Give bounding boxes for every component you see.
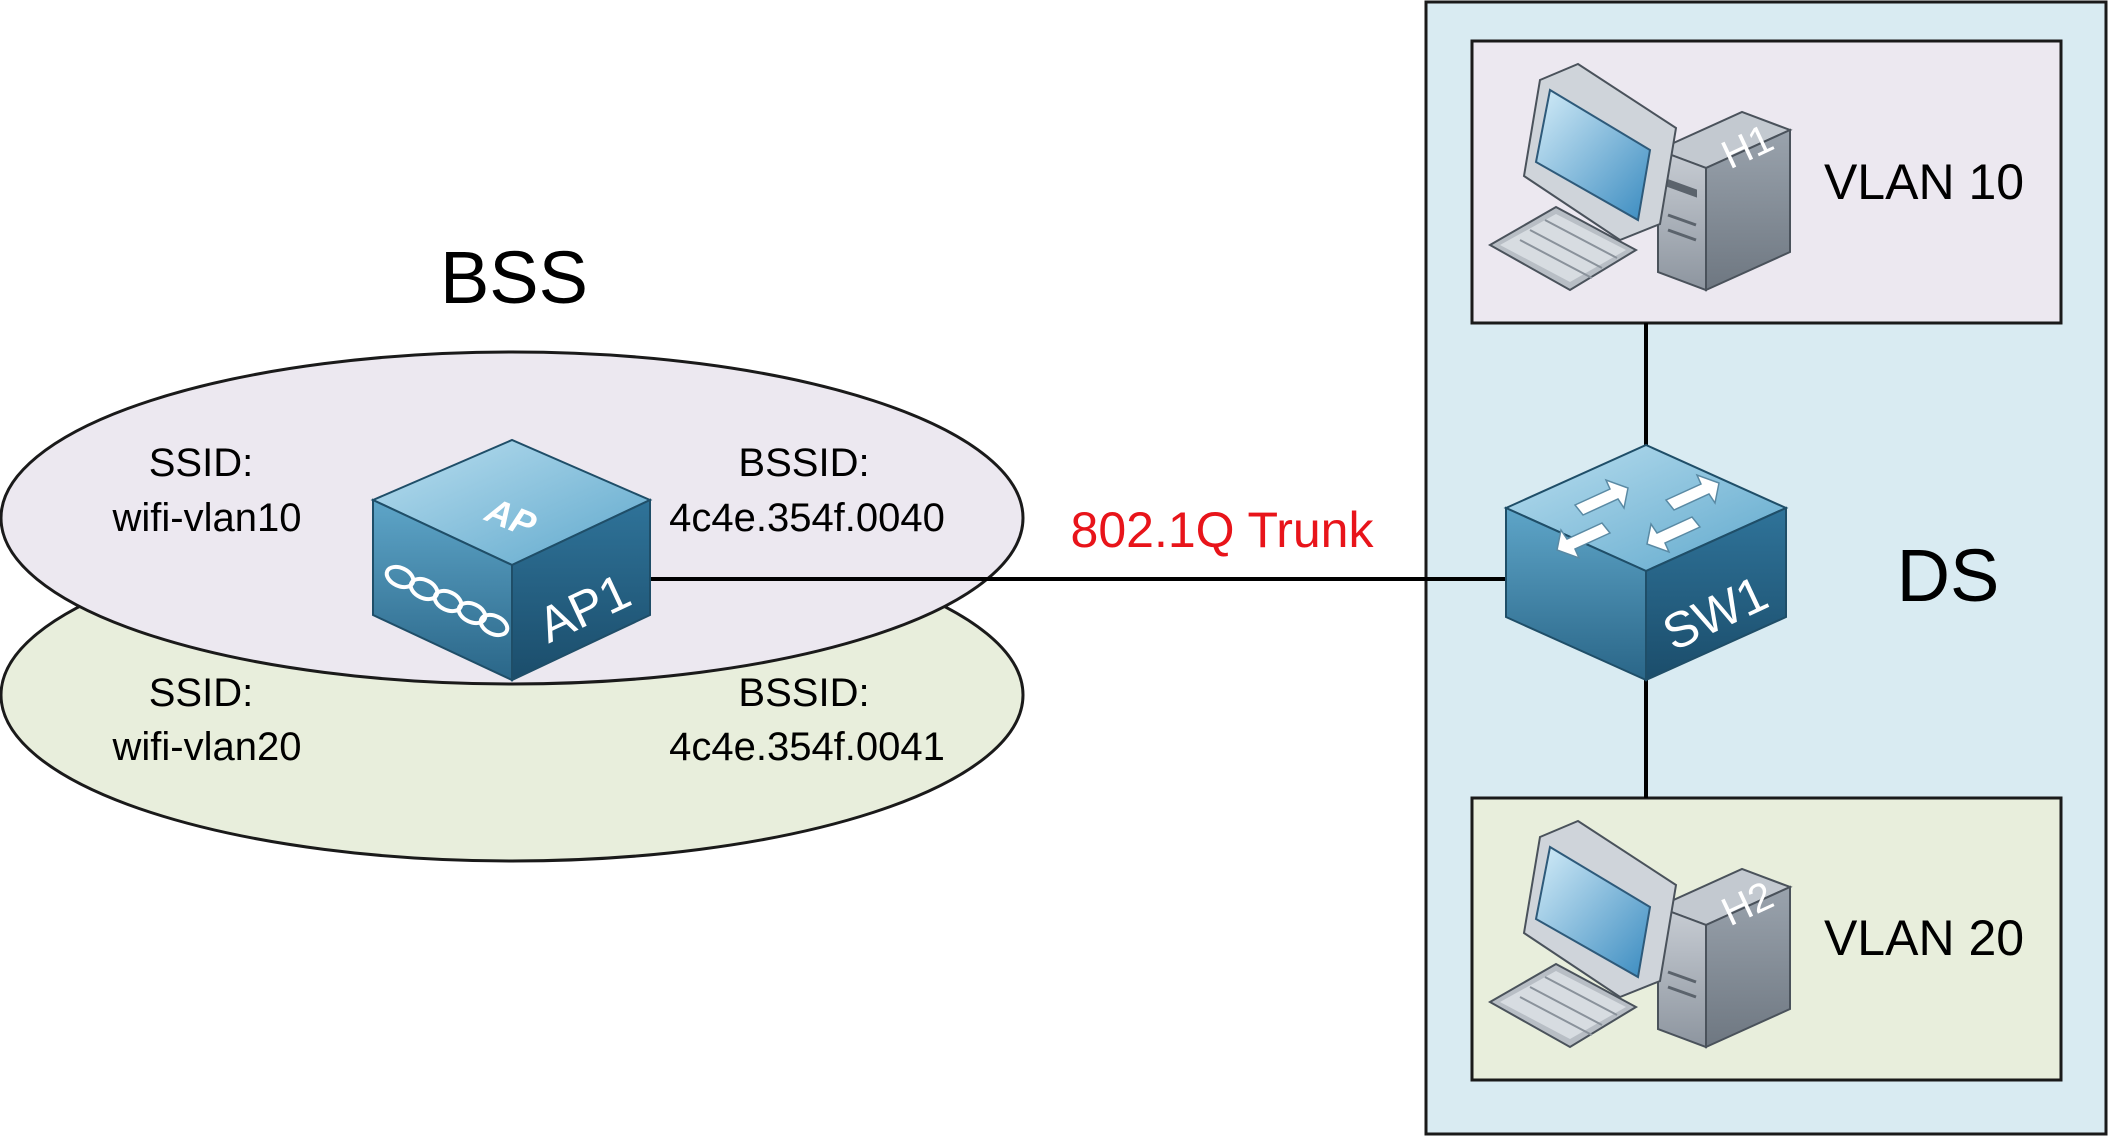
- bss-title: BSS: [440, 236, 588, 319]
- antenna-rings-icon: [384, 564, 510, 638]
- vlan10-bssid-value: 4c4e.354f.0040: [669, 496, 945, 540]
- vlan20-bssid-label: BSSID:: [738, 671, 869, 715]
- ds-title: DS: [1897, 534, 2000, 617]
- switch-arrows-icon: [1556, 473, 1720, 560]
- trunk-label: 802.1Q Trunk: [1071, 502, 1375, 558]
- vlan10-ssid-label: SSID:: [149, 441, 253, 485]
- vlan20-label: VLAN 20: [1824, 910, 2024, 966]
- access-point-icon: AP AP1: [370, 438, 653, 682]
- vlan10-label: VLAN 10: [1824, 154, 2024, 210]
- workstation-h2-icon: H2: [1487, 819, 1793, 1049]
- workstation-h1-icon: H1: [1487, 62, 1793, 292]
- vlan10-bssid-label: BSSID:: [738, 441, 869, 485]
- switch-icon: SW1: [1503, 443, 1789, 682]
- vlan20-ssid-label: SSID:: [149, 671, 253, 715]
- vlan20-ssid-value: wifi-vlan20: [112, 725, 302, 769]
- vlan10-ssid-value: wifi-vlan10: [112, 496, 302, 540]
- vlan20-bssid-value: 4c4e.354f.0041: [669, 725, 945, 769]
